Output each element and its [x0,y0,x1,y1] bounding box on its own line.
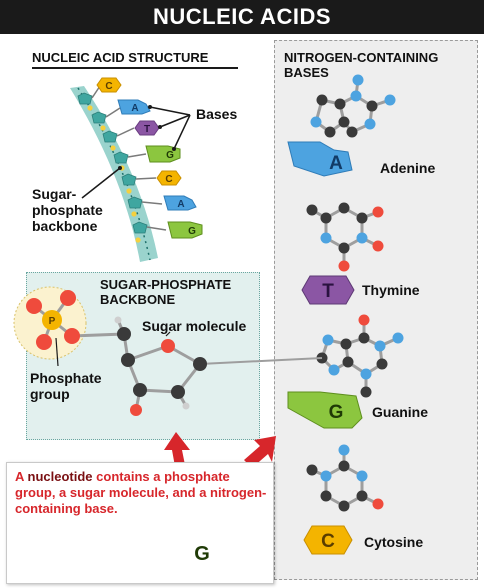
strand-sugar [113,151,129,164]
strand-base-g-2: G [167,221,203,239]
strand-base-c-2: C [156,170,182,186]
strand-connector [141,201,163,205]
strand-sugar [91,111,107,124]
strand-sugar [132,221,148,234]
strand-phosphate [135,237,141,243]
svg-text:A: A [131,103,138,114]
strand-base-a-2: A [163,195,197,211]
strand-connector [135,177,157,180]
cytosine-name: Cytosine [364,534,424,550]
bases-leader [173,114,191,150]
backbone-ribbon [70,86,158,262]
strand-base-g-1: G [145,145,181,163]
svg-text:T: T [144,124,150,135]
leader-dot [172,147,176,151]
sugar-molecule [114,316,207,416]
adenine-token: A [287,141,353,177]
structure-heading: NUCLEIC ACID STRUCTURE [32,50,209,65]
svg-text:A: A [177,199,184,210]
leader-dot [158,125,162,129]
guanine-name: Guanine [372,404,429,420]
guanine-molecule [316,314,404,398]
bases-heading-line-2: BASES [284,65,329,80]
callout-text-end: contains a phosphate group, a sugar mole… [15,469,267,516]
thymine-molecule [306,202,384,272]
strand-phosphate [87,105,93,111]
phosphate-label-line-2: group [30,386,70,402]
cytosine-token: C [303,525,353,555]
strand-phosphate [126,188,132,194]
strand-connector [116,127,135,137]
guanine-token: G [287,391,363,429]
callout-text-start: A [15,469,28,484]
nucleotide-callout: A nucleotide contains a phosphate group,… [6,462,274,584]
strand-base-a-1: A [117,99,151,115]
svg-text:T: T [322,281,334,302]
nucleotide-highlight: nucleotide [27,469,93,484]
strand-phosphate [110,145,116,151]
structure-heading-underline [32,67,238,69]
bases-label: Bases [196,106,238,122]
bases-panel [274,40,478,580]
cytosine-molecule [306,444,384,512]
bases-heading-line-1: NITROGEN-CONTAINING [284,50,439,65]
svg-text:G: G [188,226,196,237]
svg-text:C: C [165,174,172,185]
strand-sugar [102,130,118,143]
backbone-label-line-2: phosphate [32,202,103,218]
backbone-label-line-1: Sugar- [32,186,77,202]
phosphate-group: P [26,290,80,350]
leader-dot [118,166,122,170]
adenine-molecule [310,74,396,138]
strand-sugars [77,92,148,234]
strand-sugar [77,92,93,105]
thymine-name: Thymine [362,282,420,298]
backbone-leader [81,167,121,199]
bases-leader [159,114,191,128]
arrow-to-base [244,436,276,468]
strand-connector [146,226,167,231]
svg-text:G: G [166,150,174,161]
leader-dot [148,105,152,109]
dna-strand [70,86,158,262]
backbone-heading-line-1: SUGAR-PHOSPHATE [100,277,232,292]
bases-leader [149,106,191,116]
strand-connector [105,107,121,118]
strand-connectors [91,85,167,231]
page-title: NUCLEIC ACIDS [0,0,484,34]
strand-phosphate [100,125,106,131]
strand-sugar [127,196,143,209]
strand-phosphate [131,211,137,217]
sugar-leader [165,331,171,337]
strand-base-c-1: C [96,77,122,93]
svg-text:G: G [329,402,344,423]
svg-text:P: P [49,316,56,327]
strand-sugar [121,173,137,186]
strand-base-t-1: T [134,120,160,136]
strand-connector [127,153,147,158]
strand-phosphates [87,105,141,243]
backbone-heading-line-2: BACKBONE [100,292,176,307]
svg-text:A: A [329,153,343,174]
sugar-to-base-bond [199,357,323,365]
svg-text:C: C [105,81,112,92]
adenine-name: Adenine [380,160,436,176]
phosphate-leader [55,337,59,367]
backbone-label-line-3: backbone [32,218,98,234]
bases-leader-lines [149,106,191,150]
callout-text: A nucleotide contains a phosphate group,… [15,469,271,517]
thymine-token: T [301,275,355,305]
sugar-molecule-label: Sugar molecule [142,318,247,334]
phosphate-label-line-1: Phosphate [30,370,102,386]
svg-text:C: C [321,531,335,552]
